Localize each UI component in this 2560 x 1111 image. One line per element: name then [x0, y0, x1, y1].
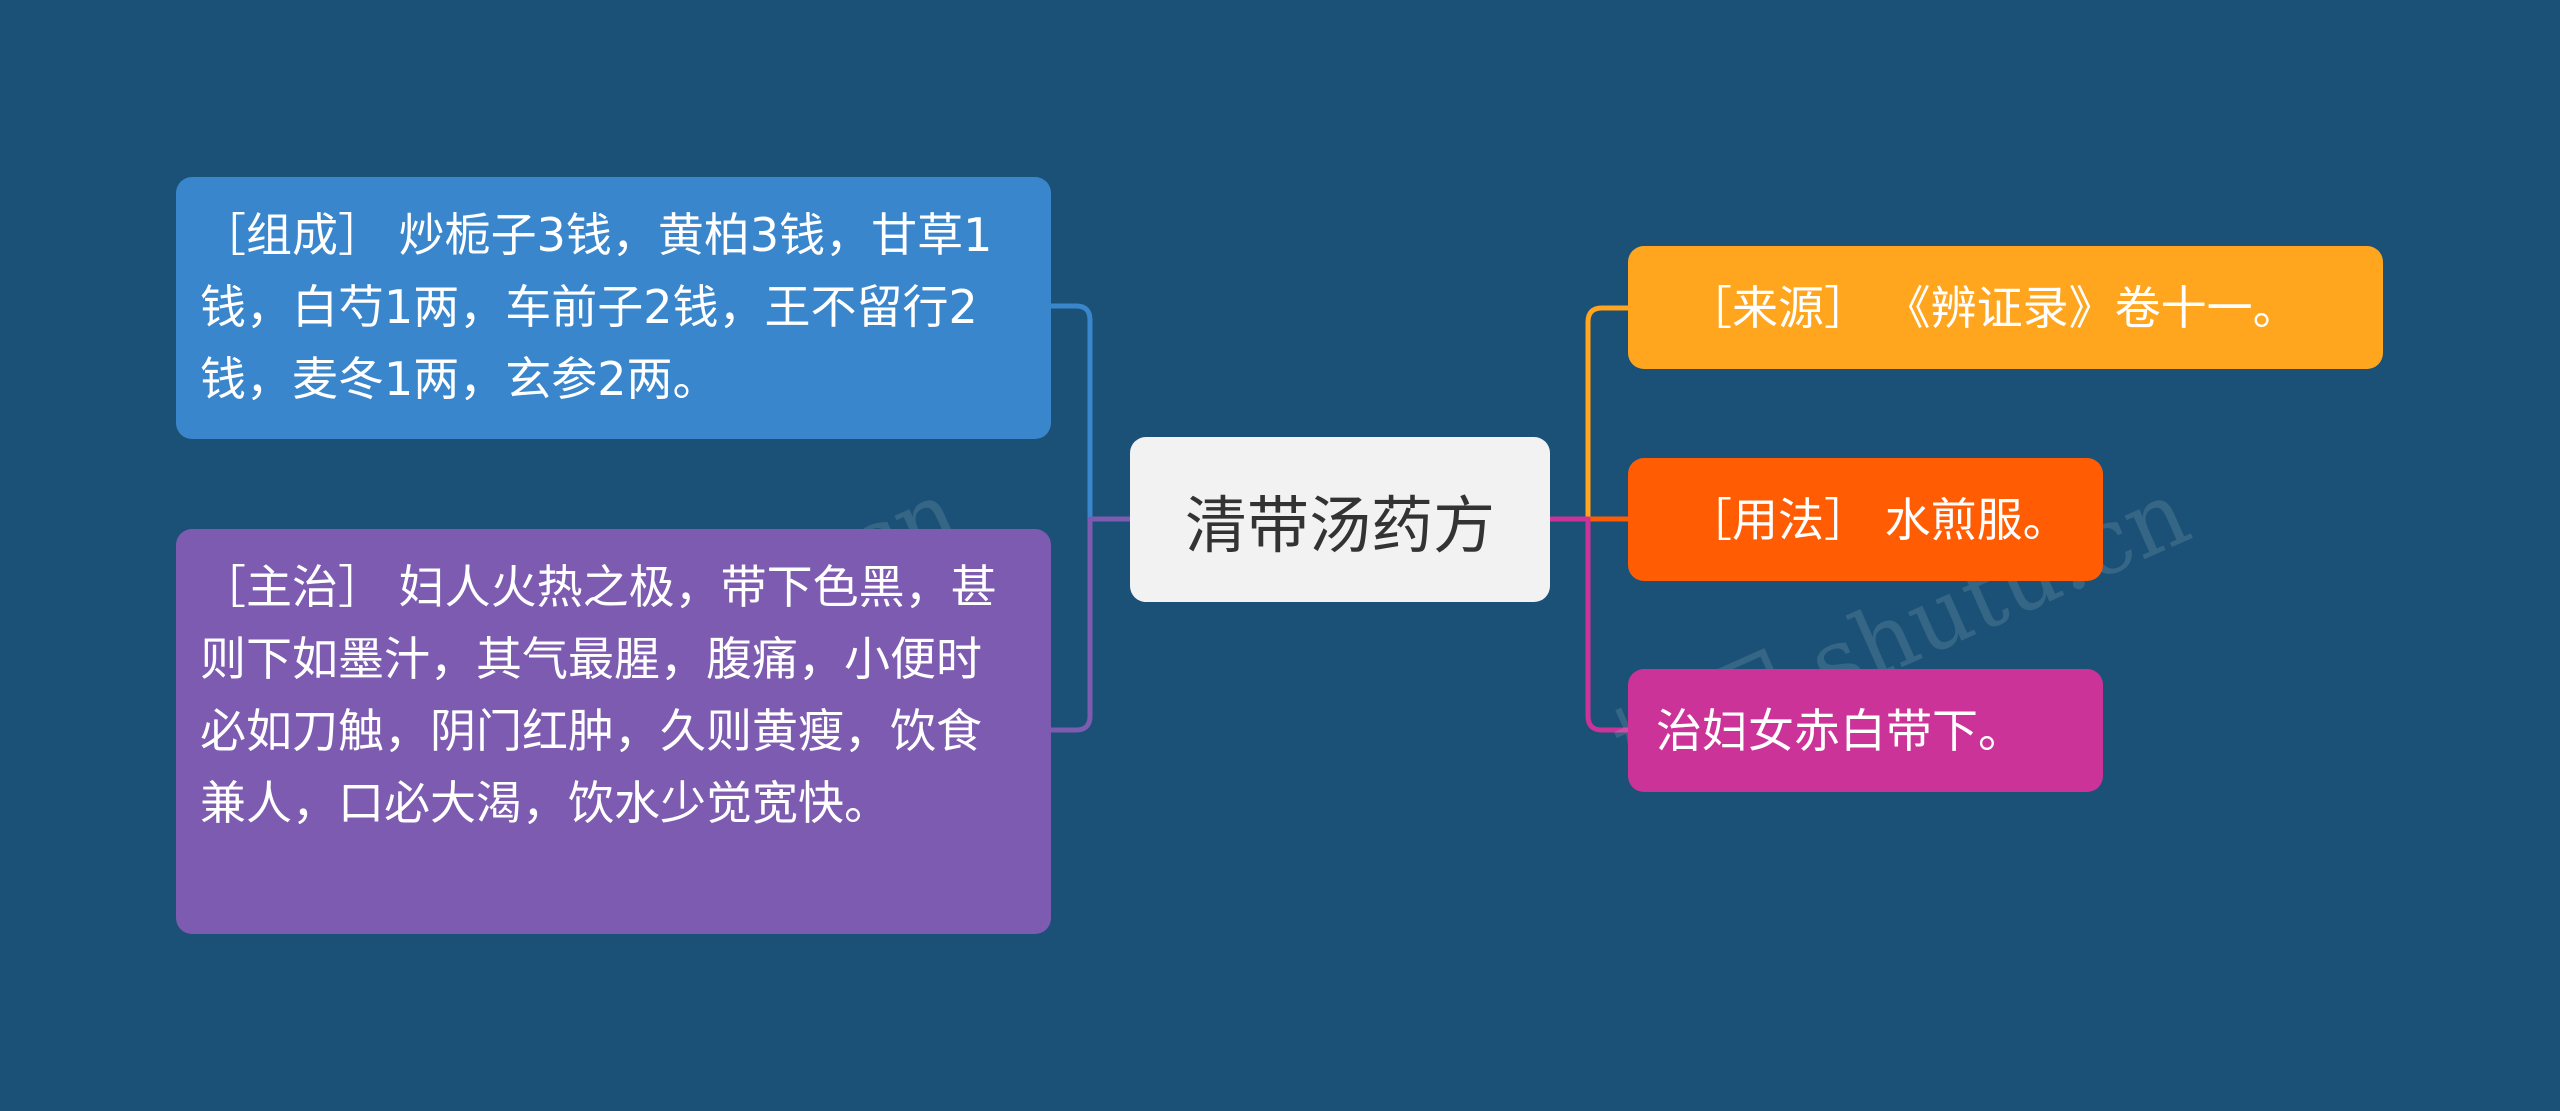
connector-center-to-source [1547, 305, 1631, 522]
connector-center-to-indication [1048, 516, 1133, 733]
connector-center-to-efficacy [1547, 516, 1631, 733]
center-topic[interactable]: 清带汤药方 [1130, 437, 1550, 602]
connector-center-to-composition [1048, 303, 1133, 522]
source-node-label: ［来源］ 《辨证录》卷十一。 [1686, 280, 2299, 335]
efficacy-node[interactable]: 治妇女赤白带下。 [1628, 669, 2103, 792]
usage-node-label: ［用法］ 水煎服。 [1686, 492, 2069, 547]
indication-node[interactable]: ［主治］ 妇人火热之极，带下色黑，甚则下如墨汁，其气最腥，腹痛，小便时必如刀触，… [176, 529, 1051, 934]
efficacy-node-label: 治妇女赤白带下。 [1656, 703, 2024, 758]
composition-node[interactable]: ［组成］ 炒栀子3钱，黄柏3钱，甘草1钱，白芍1两，车前子2钱，王不留行2钱，麦… [176, 177, 1051, 439]
source-node[interactable]: ［来源］ 《辨证录》卷十一。 [1628, 246, 2383, 369]
usage-node[interactable]: ［用法］ 水煎服。 [1628, 458, 2103, 581]
center-topic-label: 清带汤药方 [1184, 488, 1495, 562]
